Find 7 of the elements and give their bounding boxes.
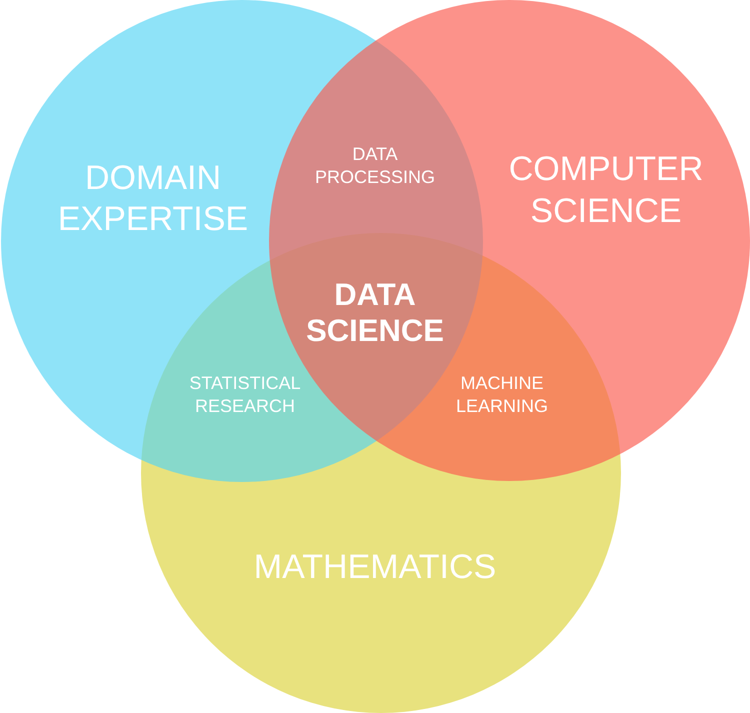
circle-label: MATHEMATICS (252, 547, 498, 588)
overlap-label: DATA PROCESSING (314, 143, 436, 189)
circle-label: COMPUTER SCIENCE (508, 149, 704, 232)
circle-label: DOMAIN EXPERTISE (56, 158, 250, 240)
overlap-label: STATISTICAL RESEARCH (188, 372, 302, 418)
overlap-label: MACHINE LEARNING (454, 372, 550, 418)
overlap-label: DATA SCIENCE (305, 277, 445, 349)
